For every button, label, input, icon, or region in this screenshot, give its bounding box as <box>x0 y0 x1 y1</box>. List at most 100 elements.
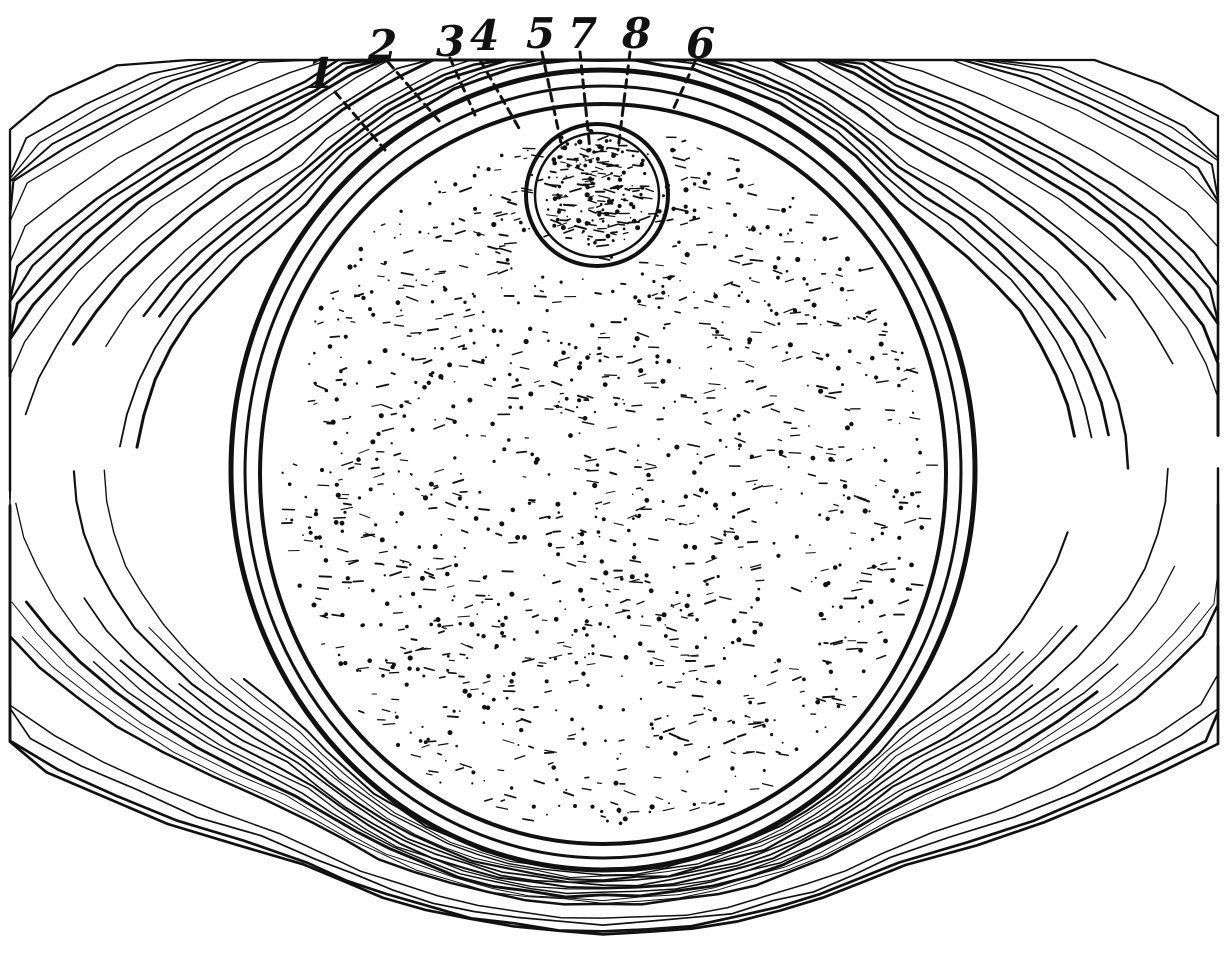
granule <box>645 467 657 469</box>
granule <box>772 671 778 673</box>
granule <box>587 664 595 665</box>
granule <box>535 381 540 383</box>
nucleus-granule <box>621 175 623 177</box>
granule <box>857 363 861 364</box>
granule <box>426 269 429 270</box>
granule <box>403 414 407 418</box>
nucleus-granule <box>623 228 626 231</box>
stroma-fiber <box>84 469 1168 886</box>
granule <box>647 153 649 155</box>
granule <box>694 494 700 496</box>
nucleus-granule <box>576 161 578 163</box>
granule <box>788 466 790 468</box>
nucleus-granules <box>545 139 657 246</box>
granule <box>469 622 474 627</box>
nucleus-granule <box>613 166 621 168</box>
granule <box>485 356 487 358</box>
granule <box>437 569 445 570</box>
granule <box>546 309 549 312</box>
granule <box>695 618 699 622</box>
granule <box>492 698 496 702</box>
granule <box>577 139 582 144</box>
granule <box>467 693 472 698</box>
granule <box>706 558 717 562</box>
granule <box>454 556 456 558</box>
granule <box>703 180 708 185</box>
granule <box>501 287 503 289</box>
granule <box>897 536 901 540</box>
granule <box>613 635 616 638</box>
granule <box>707 593 713 595</box>
granule <box>454 381 456 383</box>
nucleus-granule <box>578 184 587 185</box>
granule <box>711 537 722 541</box>
granule <box>302 534 304 536</box>
granule <box>434 347 436 349</box>
granule <box>592 483 597 488</box>
nucleus-granule <box>596 167 603 169</box>
granule <box>604 189 615 192</box>
granule <box>777 658 782 663</box>
granule <box>857 582 859 584</box>
granule <box>434 181 437 184</box>
granule <box>581 728 584 731</box>
granule <box>498 270 507 274</box>
nucleus-granule <box>591 181 594 184</box>
granule <box>663 327 666 330</box>
granule <box>775 502 777 504</box>
nucleus-granule <box>633 205 635 207</box>
granule <box>445 572 450 577</box>
granule <box>703 707 705 709</box>
granule <box>405 683 409 687</box>
stroma-fiber <box>10 60 1218 435</box>
nucleus-granule <box>614 176 619 177</box>
granule <box>494 212 501 214</box>
granule <box>614 403 618 407</box>
granule <box>791 312 801 313</box>
granule <box>884 459 888 463</box>
granule <box>774 719 776 721</box>
leader-line-8 <box>618 52 630 150</box>
granule <box>561 225 566 230</box>
granule <box>763 769 766 772</box>
granule <box>614 523 623 525</box>
granule <box>348 587 350 589</box>
granule <box>438 191 441 194</box>
granule <box>745 715 747 717</box>
granule <box>658 438 660 440</box>
granule <box>570 718 574 722</box>
granule <box>398 470 400 472</box>
granule <box>692 470 697 475</box>
granule <box>848 349 852 353</box>
granule <box>460 764 471 768</box>
granule <box>637 601 644 604</box>
granule <box>361 623 365 627</box>
granule <box>812 352 819 354</box>
granule <box>519 406 523 410</box>
granule <box>371 589 375 593</box>
granule <box>751 565 761 568</box>
granule <box>690 218 699 220</box>
granule <box>678 738 688 741</box>
granule <box>481 359 485 363</box>
granule <box>336 647 344 648</box>
granule <box>493 378 497 382</box>
granule <box>473 342 476 345</box>
granule <box>663 808 674 811</box>
granule <box>709 802 714 804</box>
granule <box>744 644 754 646</box>
granule <box>667 628 676 631</box>
granule <box>488 247 497 249</box>
granule <box>443 625 453 626</box>
granule <box>741 291 743 293</box>
granule <box>451 222 454 225</box>
granule <box>871 538 874 541</box>
granule <box>763 784 773 787</box>
granule <box>496 252 500 254</box>
granule <box>319 576 331 577</box>
granule <box>894 489 899 494</box>
granule <box>428 329 438 331</box>
granule <box>751 332 762 333</box>
granule <box>440 677 445 678</box>
granule <box>604 356 608 357</box>
